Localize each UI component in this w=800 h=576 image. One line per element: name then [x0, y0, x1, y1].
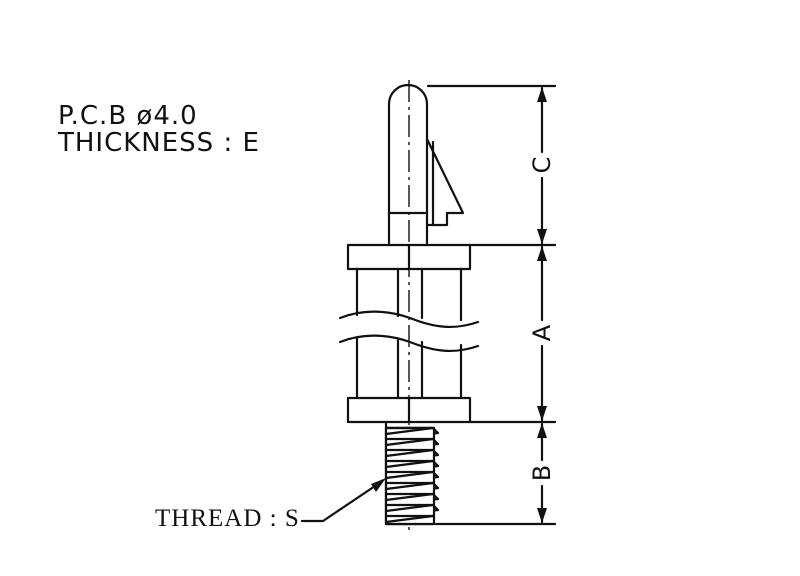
extension-lines: [426, 84, 557, 526]
snap-pin: [387, 83, 465, 245]
dimension-b-label: B: [528, 465, 556, 481]
dimension-c-label: C: [528, 157, 556, 174]
dimension-c: C: [528, 86, 556, 245]
dimension-a: A: [528, 245, 556, 422]
thread-leader: [300, 478, 386, 523]
pcb-hole-text: P.C.B ø4.0: [58, 101, 198, 131]
dimension-a-label: A: [528, 324, 556, 341]
dimension-b: B: [528, 422, 556, 524]
pcb-thickness-text: THICKNESS : E: [58, 128, 260, 158]
threaded-stud: [384, 420, 440, 526]
pcb-hole-note: P.C.B ø4.0 THICKNESS : E: [58, 103, 260, 157]
thread-label: THREAD : S: [155, 505, 300, 532]
